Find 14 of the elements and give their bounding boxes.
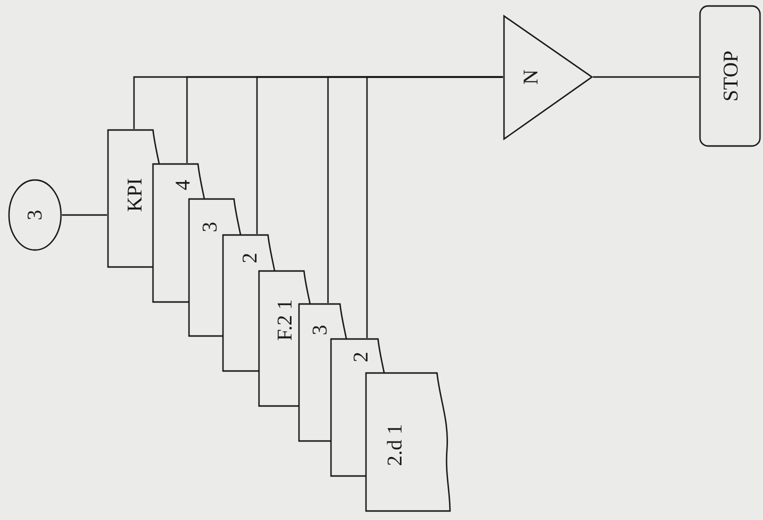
connector-line (366, 76, 503, 338)
node-label: KPI (124, 178, 146, 212)
node-label: 2.d 1 (384, 424, 406, 466)
node-label: 4 (172, 180, 194, 190)
node-label: 2 (350, 352, 372, 362)
connector-line (593, 76, 699, 78)
node-label: N (520, 69, 542, 85)
node-label: F.2 1 (274, 299, 296, 341)
node-label: 3 (200, 222, 220, 232)
node-label: 3 (310, 324, 330, 336)
connector-line (62, 214, 107, 216)
node-label: 2 (240, 252, 260, 264)
node-label: 3 (24, 210, 46, 220)
node-label: STOP (720, 50, 742, 102)
